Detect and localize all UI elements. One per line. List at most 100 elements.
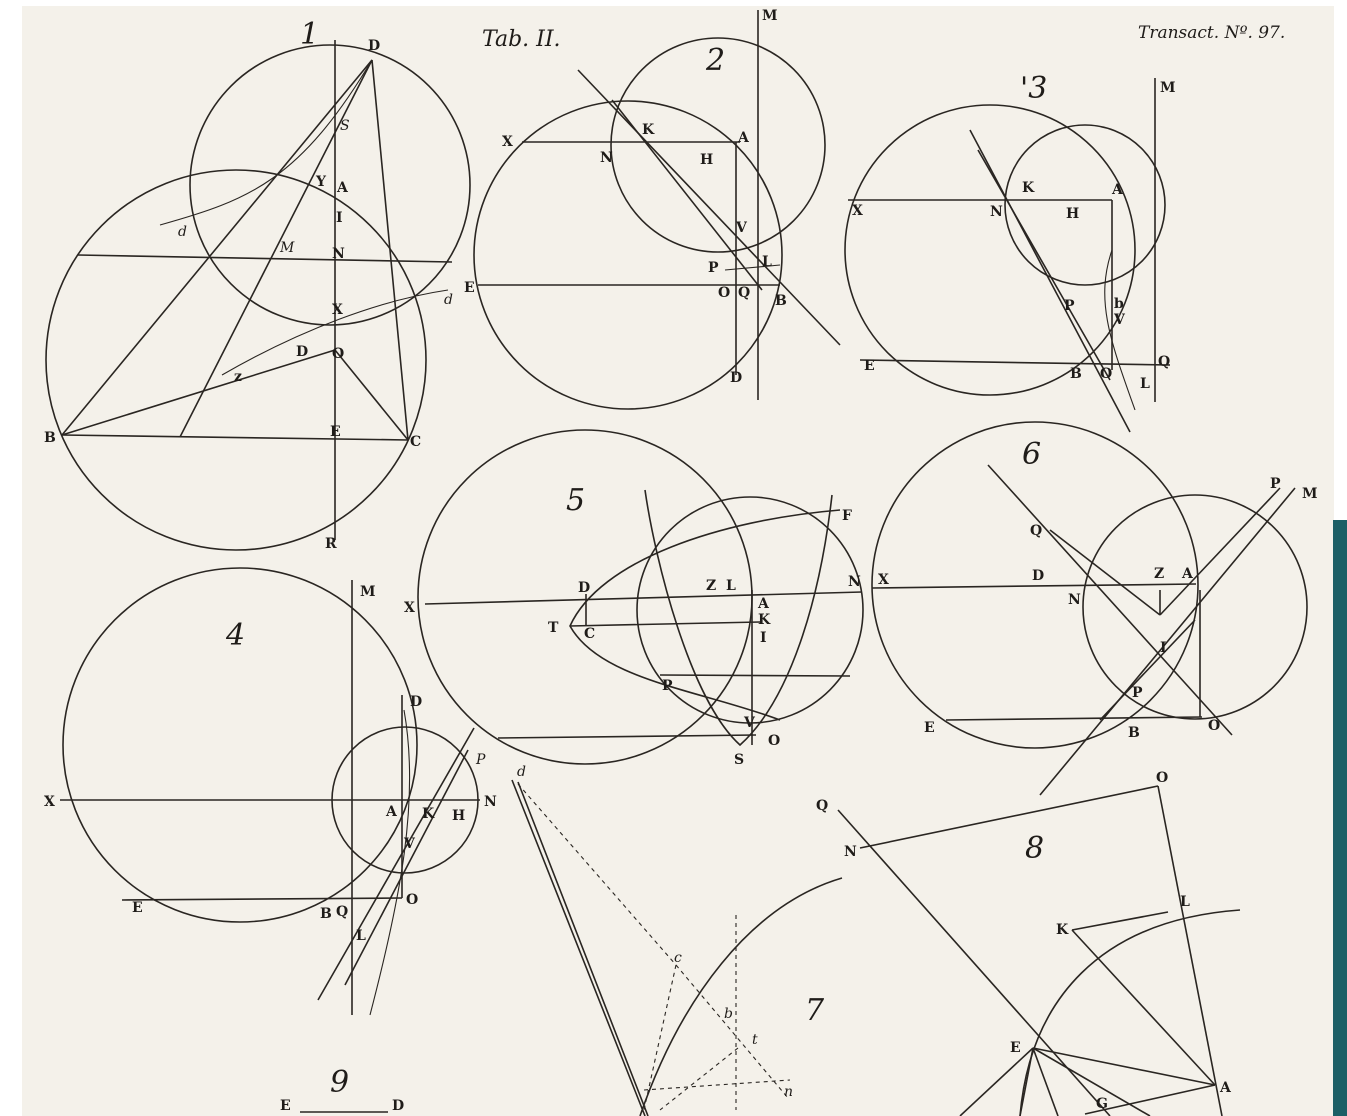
figure-2-label: N [600, 150, 613, 166]
figure-1-number: 1 [300, 17, 319, 52]
figure-2-label: K [642, 122, 655, 138]
figure-3-label: N [990, 204, 1003, 220]
figure-1-label: d [178, 224, 187, 240]
figure-5: 5 F X D Z L N A K T C I P V O S [404, 429, 864, 768]
figure-3-number: '3 [1020, 71, 1047, 106]
figure-1-label: S [340, 118, 350, 134]
figure-8: 8 O Q N L K E G A [816, 770, 1241, 1116]
figure-5-label: L [726, 578, 736, 594]
figure-4-label: E [132, 900, 143, 916]
figure-2: 2 M X K A N H V P L E O Q B D [464, 8, 841, 410]
figure-6-number: 6 [1022, 437, 1041, 472]
figure-7-label: d [517, 764, 526, 780]
figure-2-label: M [762, 8, 778, 24]
figure-3-label: K [1022, 180, 1035, 196]
figure-7-label: c [674, 950, 682, 966]
figure-7-label: t [752, 1032, 758, 1048]
figure-2-label: H [700, 152, 713, 168]
figure-8-label: L [1180, 894, 1190, 910]
figure-1-label: R [325, 536, 337, 552]
figure-3-label: Q [1158, 354, 1170, 370]
figure-5-label: Z [706, 578, 716, 594]
figure-5-label: N [848, 574, 861, 590]
figure-1-label: N [332, 246, 345, 262]
figure-3-label: M [1160, 80, 1176, 96]
figure-6-label: A [1181, 566, 1194, 582]
figure-1-label: z [234, 369, 242, 385]
figure-3-label: B [1070, 366, 1082, 382]
figure-5-label: O [768, 733, 780, 749]
figure-4-label: V [403, 836, 416, 852]
figure-8-label: Q [816, 798, 828, 814]
figure-8-label: K [1056, 922, 1069, 938]
figure-5-label: D [578, 580, 590, 596]
figure-1: 1 D S Y A I M N X d d D O z B E C R [44, 17, 471, 552]
figure-2-label: O [718, 285, 730, 301]
figure-1-label: O [332, 346, 344, 362]
figure-1-label: C [410, 434, 421, 450]
figure-5-label: T [548, 620, 559, 636]
figure-6-label: D [1032, 568, 1044, 584]
figure-7-label: b [724, 1006, 733, 1022]
figure-8-number: 8 [1025, 831, 1044, 866]
figure-4-label: X [44, 794, 55, 810]
figure-5-label: C [584, 626, 595, 642]
figure-1-label: Y [315, 174, 327, 190]
figure-6-label: I [1160, 640, 1167, 656]
figure-9-label: E [280, 1098, 291, 1114]
figure-4-label: Q [336, 904, 348, 920]
figure-7-number: 7 [805, 993, 825, 1028]
figure-5-number: 5 [566, 483, 585, 518]
figure-2-label: X [502, 134, 513, 150]
figure-3-label: H [1066, 206, 1079, 222]
figure-8-label: A [1219, 1080, 1232, 1096]
figure-1-label: E [330, 424, 341, 440]
figure-3-label: V [1113, 312, 1126, 328]
figure-3-label: O [1100, 366, 1112, 382]
figure-6-label: B [1128, 725, 1140, 741]
figure-8-label: O [1156, 770, 1168, 786]
figure-1-label: A [336, 180, 349, 196]
figure-1-label: D [368, 38, 380, 54]
figure-6-label: N [1068, 592, 1081, 608]
figure-1-label: D [296, 344, 308, 360]
figure-6-label: X [878, 572, 889, 588]
figure-2-label: Q [738, 285, 750, 301]
figure-3-label: L [1140, 376, 1150, 392]
figure-1-label: M [279, 240, 295, 256]
figure-4-label: P [475, 752, 486, 768]
figure-1-label: d [444, 292, 453, 308]
figure-5-label: V [743, 715, 756, 731]
figure-2-label: D [730, 370, 742, 386]
figure-5-label: A [757, 596, 770, 612]
figure-4-label: D [410, 694, 422, 710]
journal-reference: Transact. Nº. 97. [1138, 23, 1285, 43]
figure-4-label: O [406, 892, 418, 908]
figure-8-label: G [1096, 1096, 1108, 1112]
figure-6-label: Z [1154, 566, 1164, 582]
figure-9-label: D [392, 1098, 404, 1114]
figure-6-label: Q [1030, 523, 1042, 539]
figure-7: 7 d c b t n [511, 764, 843, 1116]
figure-6: 6 P M Q X D Z A N I P E B O [871, 421, 1318, 796]
figure-9: 9 E D [280, 1065, 404, 1114]
figure-3-label: A [1111, 182, 1124, 198]
figure-7-label: n [784, 1084, 793, 1100]
figure-2-label: L [762, 254, 772, 270]
figure-1-label: B [44, 430, 56, 446]
paper-sheet [22, 6, 1334, 1116]
figure-4-label: B [320, 906, 332, 922]
figure-5-label: P [662, 678, 673, 694]
figure-9-number: 9 [330, 1065, 349, 1100]
figure-1-label: X [332, 302, 343, 318]
figure-5-label: F [842, 508, 852, 524]
binding-edge [1333, 520, 1347, 1116]
figure-2-number: 2 [705, 43, 725, 78]
figure-2-label: P [708, 260, 719, 276]
figure-2-label: E [464, 280, 475, 296]
figure-8-label: N [844, 844, 857, 860]
plate-title: Tab. II. [482, 27, 561, 52]
figure-6-label: M [1302, 486, 1318, 502]
figure-4-label: K [422, 806, 435, 822]
figure-2-label: B [775, 293, 787, 309]
